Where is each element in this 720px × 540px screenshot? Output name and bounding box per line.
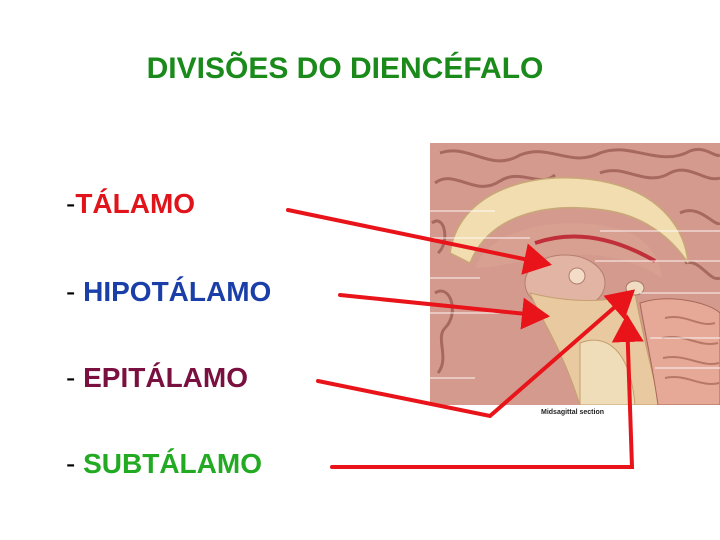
arrow-hipotalamo [338, 293, 550, 330]
item-label-hipotalamo: HIPOTÁLAMO [83, 276, 272, 307]
figure-caption: Midsagittal section [541, 409, 605, 416]
item-label-talamo: TÁLAMO [75, 188, 196, 219]
item-epitalamo: - EPITÁLAMO [66, 362, 248, 394]
page-title: DIVISÕES DO DIENCÉFALO [146, 52, 544, 85]
arrow-subtalamo [330, 314, 644, 469]
item-dash: - [66, 276, 84, 307]
item-subtalamo: - SUBTÁLAMO [66, 448, 262, 480]
arrow-epitalamo [316, 289, 636, 419]
item-dash: - [66, 362, 84, 393]
item-hipotalamo: - HIPOTÁLAMO [66, 276, 271, 308]
item-label-epitalamo: EPITÁLAMO [83, 362, 248, 393]
item-label-subtalamo: SUBTÁLAMO [83, 448, 262, 479]
item-dash: - [66, 448, 84, 479]
item-dash: - [66, 188, 76, 219]
item-talamo: -TÁLAMO [66, 188, 195, 220]
arrow-talamo [286, 208, 552, 275]
